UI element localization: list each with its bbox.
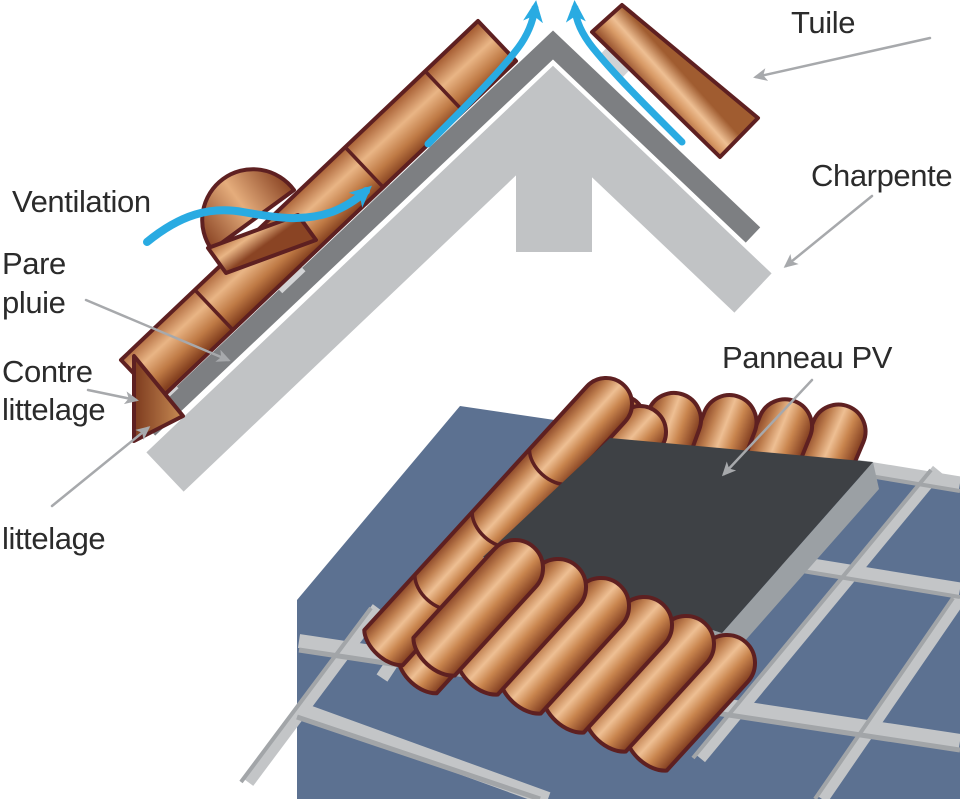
label-arrows	[50, 36, 932, 508]
ridge-exhaust-arrow-right-icon	[565, 0, 686, 146]
charpente-framework-shape	[146, 65, 772, 492]
label-charpente: Charpente	[811, 158, 952, 193]
label-tuile: Tuile	[791, 5, 855, 40]
ridge-exhaust-arrow-left-icon	[424, 0, 543, 148]
charpente-pointer-icon	[783, 194, 874, 268]
labels: Ventilation Pare pluie Contre littelage …	[2, 5, 953, 556]
roof-perspective-view	[239, 365, 960, 799]
panneau-pv-pointer-icon	[721, 378, 814, 477]
tile-right-slope	[590, 3, 760, 159]
batten	[242, 604, 384, 786]
tile-joint-lines	[193, 69, 464, 331]
batten-shadow	[813, 596, 955, 799]
batten-shadow	[296, 714, 541, 799]
label-contre-littelage-line1: Contre	[2, 354, 93, 389]
contre-littelage-pointer-icon	[86, 388, 139, 405]
pare-pluie-pointer-icon	[84, 298, 231, 362]
batten-shadow	[691, 468, 933, 760]
littelage-pointer-icon	[50, 426, 151, 508]
label-panneau-pv: Panneau PV	[722, 340, 893, 375]
pare-pluie-membrane	[140, 30, 761, 436]
label-contre-littelage-line2: littelage	[2, 392, 105, 427]
airflow-arrows	[143, 0, 686, 246]
batten-shadow	[239, 606, 373, 784]
batten	[294, 701, 551, 799]
label-ventilation: Ventilation	[12, 184, 151, 219]
ventilation-flow-arrow-icon	[143, 185, 372, 246]
batten	[816, 594, 960, 799]
vent-tile	[206, 213, 318, 275]
roof-cross-section	[119, 0, 772, 492]
tuile-pointer-icon	[753, 36, 932, 81]
label-pare-pluie-line1: Pare	[2, 246, 66, 281]
charpente-post-shape	[516, 140, 592, 252]
label-pare-pluie-line2: pluie	[2, 285, 66, 320]
label-littelage: littelage	[2, 521, 105, 556]
batten	[694, 465, 944, 763]
batten-block	[598, 41, 636, 79]
